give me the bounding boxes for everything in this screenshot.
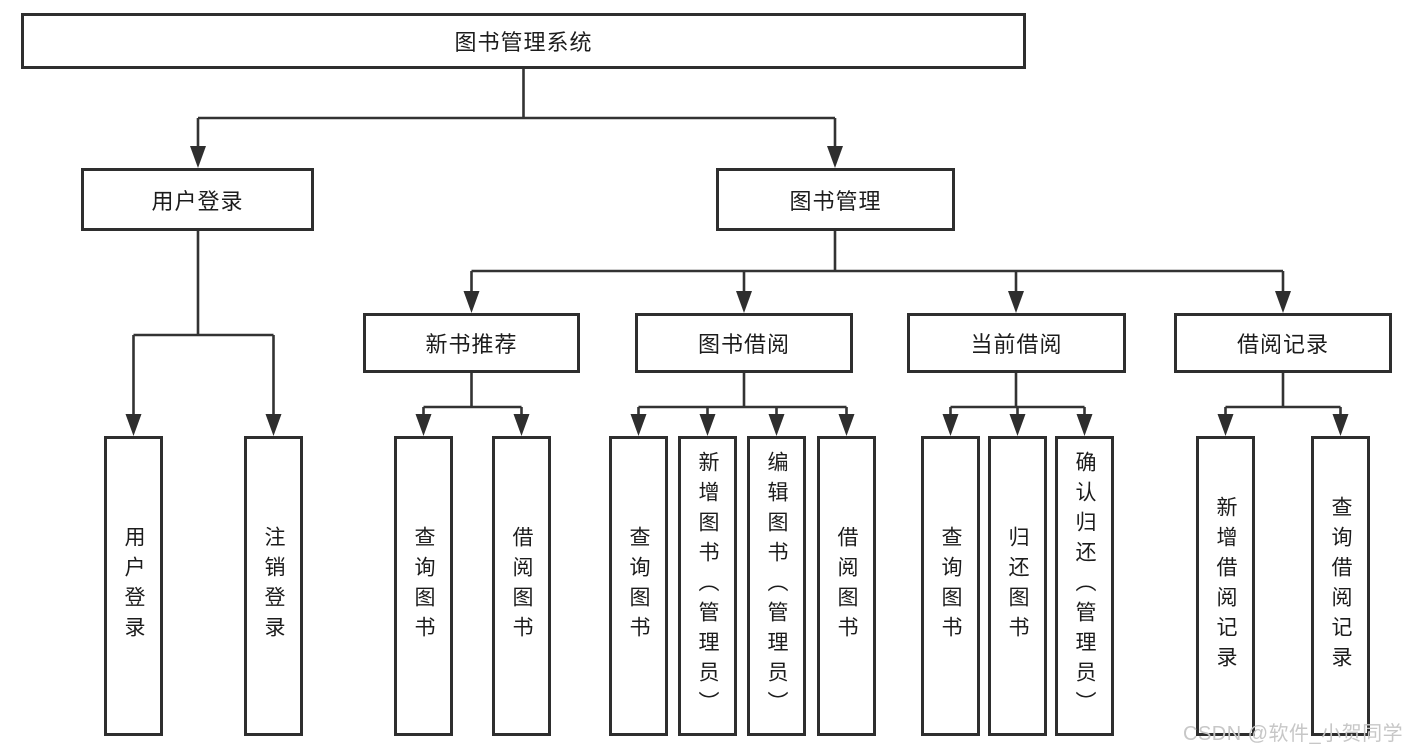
- leaf-records-add-record: 新增借阅记录: [1196, 436, 1255, 736]
- node-book-borrow: 图书借阅: [635, 313, 853, 373]
- leaf-current-confirm-return-admin: 确认归还（管理员）: [1055, 436, 1114, 736]
- leaf-newbook-borrow-books-label: 借阅图书: [510, 526, 533, 646]
- leaf-records-query-record-label: 查询借阅记录: [1329, 496, 1352, 676]
- arrowhead-bb-borrow: [838, 414, 855, 436]
- leaf-borrow-query-books: 查询图书: [609, 436, 668, 736]
- node-borrow-records-label: 借阅记录: [1236, 332, 1329, 357]
- arrowhead-cb-return: [1009, 414, 1026, 436]
- arrowhead-cb-confirm: [1076, 414, 1093, 436]
- leaf-borrow-borrow-books: 借阅图书: [817, 436, 876, 736]
- arrowhead-current-borrow: [1008, 291, 1024, 313]
- node-current-borrow-label: 当前借阅: [970, 332, 1063, 357]
- arrowhead-cb-query: [942, 414, 959, 436]
- arrowhead-nb-borrow: [513, 414, 530, 436]
- node-user-login: 用户登录: [81, 168, 314, 231]
- connector-root-branch: [196, 67, 837, 150]
- arrowhead-bb-add: [699, 414, 716, 436]
- arrowhead-leaf-login: [125, 414, 142, 436]
- connector-book-borrow-branch: [637, 373, 848, 418]
- leaf-newbook-query-books: 查询图书: [394, 436, 453, 736]
- arrowhead-book-borrow: [736, 291, 752, 313]
- connector-book-management-branch: [470, 231, 1285, 295]
- connector-borrow-records-branch: [1224, 373, 1342, 418]
- leaf-current-return-books: 归还图书: [988, 436, 1047, 736]
- leaf-current-query-books: 查询图书: [921, 436, 980, 736]
- node-current-borrow: 当前借阅: [907, 313, 1126, 373]
- arrowhead-leaf-logout: [265, 414, 282, 436]
- arrowhead-br-query: [1332, 414, 1349, 436]
- node-book-management-label: 图书管理: [789, 188, 882, 214]
- arrowhead-book-management: [827, 146, 843, 168]
- leaf-borrow-edit-books-admin: 编辑图书（管理员）: [747, 436, 806, 736]
- arrowhead-user-login: [190, 146, 206, 168]
- leaf-user-login: 用户登录: [104, 436, 163, 736]
- arrowhead-nb-query: [415, 414, 432, 436]
- arrowhead-borrow-records: [1275, 291, 1291, 313]
- node-book-borrow-label: 图书借阅: [697, 332, 790, 357]
- leaf-borrow-query-books-label: 查询图书: [627, 526, 650, 646]
- arrowhead-bb-edit: [768, 414, 785, 436]
- node-root-system-label: 图书管理系统: [454, 30, 593, 55]
- csdn-watermark: CSDN @软件_小贺同学: [1183, 723, 1404, 745]
- leaf-borrow-edit-books-admin-label: 编辑图书（管理员）: [765, 451, 788, 721]
- leaf-borrow-add-books-admin: 新增图书（管理员）: [678, 436, 737, 736]
- node-new-book-recommend: 新书推荐: [363, 313, 580, 373]
- leaf-current-query-books-label: 查询图书: [939, 526, 962, 646]
- leaf-newbook-borrow-books: 借阅图书: [492, 436, 551, 736]
- leaf-current-confirm-return-admin-label: 确认归还（管理员）: [1073, 451, 1096, 721]
- connector-new-book-branch: [422, 373, 523, 418]
- leaf-records-query-record: 查询借阅记录: [1311, 436, 1370, 736]
- connector-user-login-branch: [132, 231, 275, 418]
- node-root-system: 图书管理系统: [21, 13, 1026, 69]
- leaf-borrow-add-books-admin-label: 新增图书（管理员）: [696, 451, 719, 721]
- node-new-book-recommend-label: 新书推荐: [425, 332, 518, 357]
- leaf-logout-label: 注销登录: [262, 526, 285, 646]
- arrowhead-new-book: [463, 291, 480, 313]
- leaf-current-return-books-label: 归还图书: [1006, 526, 1029, 646]
- arrowhead-br-add: [1217, 414, 1234, 436]
- leaf-logout: 注销登录: [244, 436, 303, 736]
- leaf-user-login-label: 用户登录: [122, 526, 145, 646]
- leaf-records-add-record-label: 新增借阅记录: [1214, 496, 1237, 676]
- connector-current-borrow-branch: [949, 373, 1086, 418]
- node-user-login-label: 用户登录: [151, 188, 244, 214]
- leaf-borrow-borrow-books-label: 借阅图书: [835, 526, 858, 646]
- arrowhead-bb-query: [630, 414, 647, 436]
- leaf-newbook-query-books-label: 查询图书: [412, 526, 435, 646]
- node-borrow-records: 借阅记录: [1174, 313, 1392, 373]
- node-book-management: 图书管理: [716, 168, 955, 231]
